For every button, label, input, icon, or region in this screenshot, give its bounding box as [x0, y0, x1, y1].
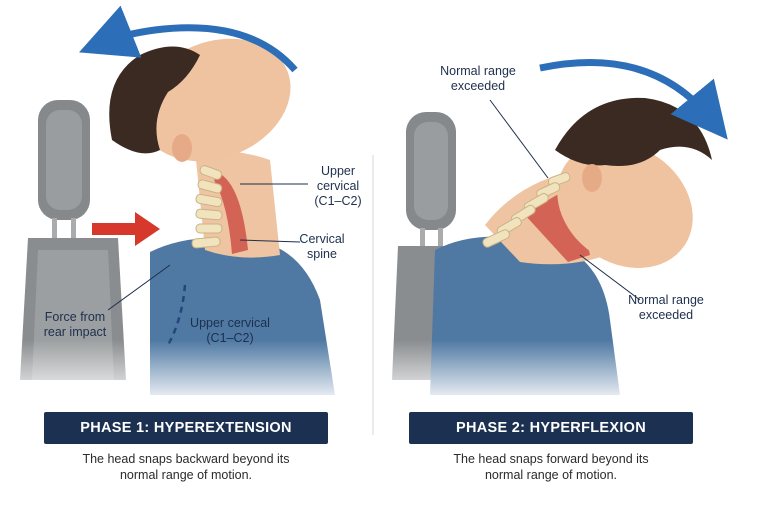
right-fade — [376, 340, 768, 405]
phase2-description: The head snaps forward beyond its normal… — [453, 452, 649, 482]
left-cervical-spine — [191, 165, 223, 249]
phase1-description: The head snaps backward beyond its norma… — [82, 452, 290, 482]
left-fade — [0, 340, 372, 405]
right-hair — [555, 97, 712, 166]
leader-force — [107, 264, 171, 311]
right-ear — [582, 164, 602, 192]
inner-label-upper-cervical: Upper cervical (C1–C2) — [190, 316, 270, 345]
force-arrow — [92, 212, 160, 246]
leader-cervical-spine — [239, 239, 301, 243]
right-cervical-spine — [482, 172, 571, 248]
callout-upper-cervical: Upper cervical (C1–C2) — [314, 164, 362, 208]
left-ear — [172, 134, 192, 162]
leader-top-range — [489, 99, 549, 179]
left-neck-muscle — [214, 175, 248, 254]
callout-normal-range-top: Normal range exceeded — [440, 64, 516, 93]
right-motion-arrow — [539, 59, 728, 140]
leader-bottom-range — [579, 254, 641, 301]
callout-cervical-spine: Cervical spine — [299, 232, 345, 261]
callout-force-from-rear-impact: Force from rear impact — [43, 310, 107, 339]
callout-normal-range-bottom: Normal range exceeded — [628, 293, 704, 322]
left-motion-arrow — [79, 5, 298, 73]
phase2-banner: PHASE 2: HYPERFLEXION — [409, 412, 693, 444]
phase1-banner: PHASE 1: HYPEREXTENSION — [44, 412, 328, 444]
left-hair — [109, 46, 200, 154]
